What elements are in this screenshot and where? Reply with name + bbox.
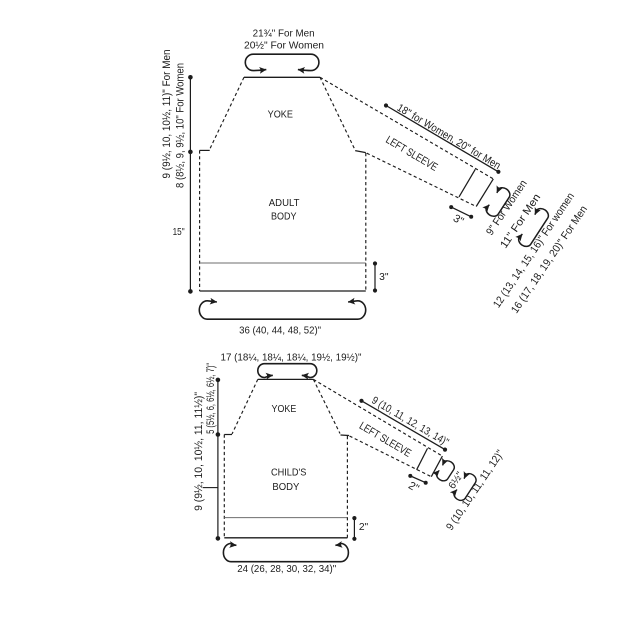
svg-text:3": 3" bbox=[379, 272, 389, 283]
svg-text:ADULT: ADULT bbox=[269, 198, 300, 209]
svg-text:36 (40, 44, 48, 52)": 36 (40, 44, 48, 52)" bbox=[239, 325, 321, 336]
svg-text:20½" For Women: 20½" For Women bbox=[244, 40, 324, 52]
svg-text:YOKE: YOKE bbox=[268, 109, 294, 120]
svg-text:15": 15" bbox=[173, 227, 185, 238]
svg-text:21¾" For Men: 21¾" For Men bbox=[253, 28, 315, 40]
svg-text:8 (8½, 9, 9½, 10" For Women: 8 (8½, 9, 9½, 10" For Women bbox=[175, 63, 187, 188]
svg-text:9 (9½, 10, 10½, 11, 11½)": 9 (9½, 10, 10½, 11, 11½)" bbox=[193, 392, 205, 511]
svg-text:BODY: BODY bbox=[272, 482, 299, 493]
svg-text:17 (18¼, 18¼, 18¼, 19½, 19½)": 17 (18¼, 18¼, 18¼, 19½, 19½)" bbox=[221, 352, 362, 364]
svg-text:9 (9½, 10, 10½, 11)" For Men: 9 (9½, 10, 10½, 11)" For Men bbox=[161, 50, 173, 179]
svg-text:BODY: BODY bbox=[271, 212, 297, 223]
svg-text:24 (26, 28, 30, 32, 34)": 24 (26, 28, 30, 32, 34)" bbox=[237, 564, 336, 575]
svg-text:5 (5½, 6, 6½, 6½, 7)": 5 (5½, 6, 6½, 6½, 7)" bbox=[205, 363, 217, 434]
svg-text:2": 2" bbox=[359, 522, 369, 533]
svg-text:CHILD'S: CHILD'S bbox=[271, 467, 307, 478]
svg-text:YOKE: YOKE bbox=[272, 404, 297, 415]
